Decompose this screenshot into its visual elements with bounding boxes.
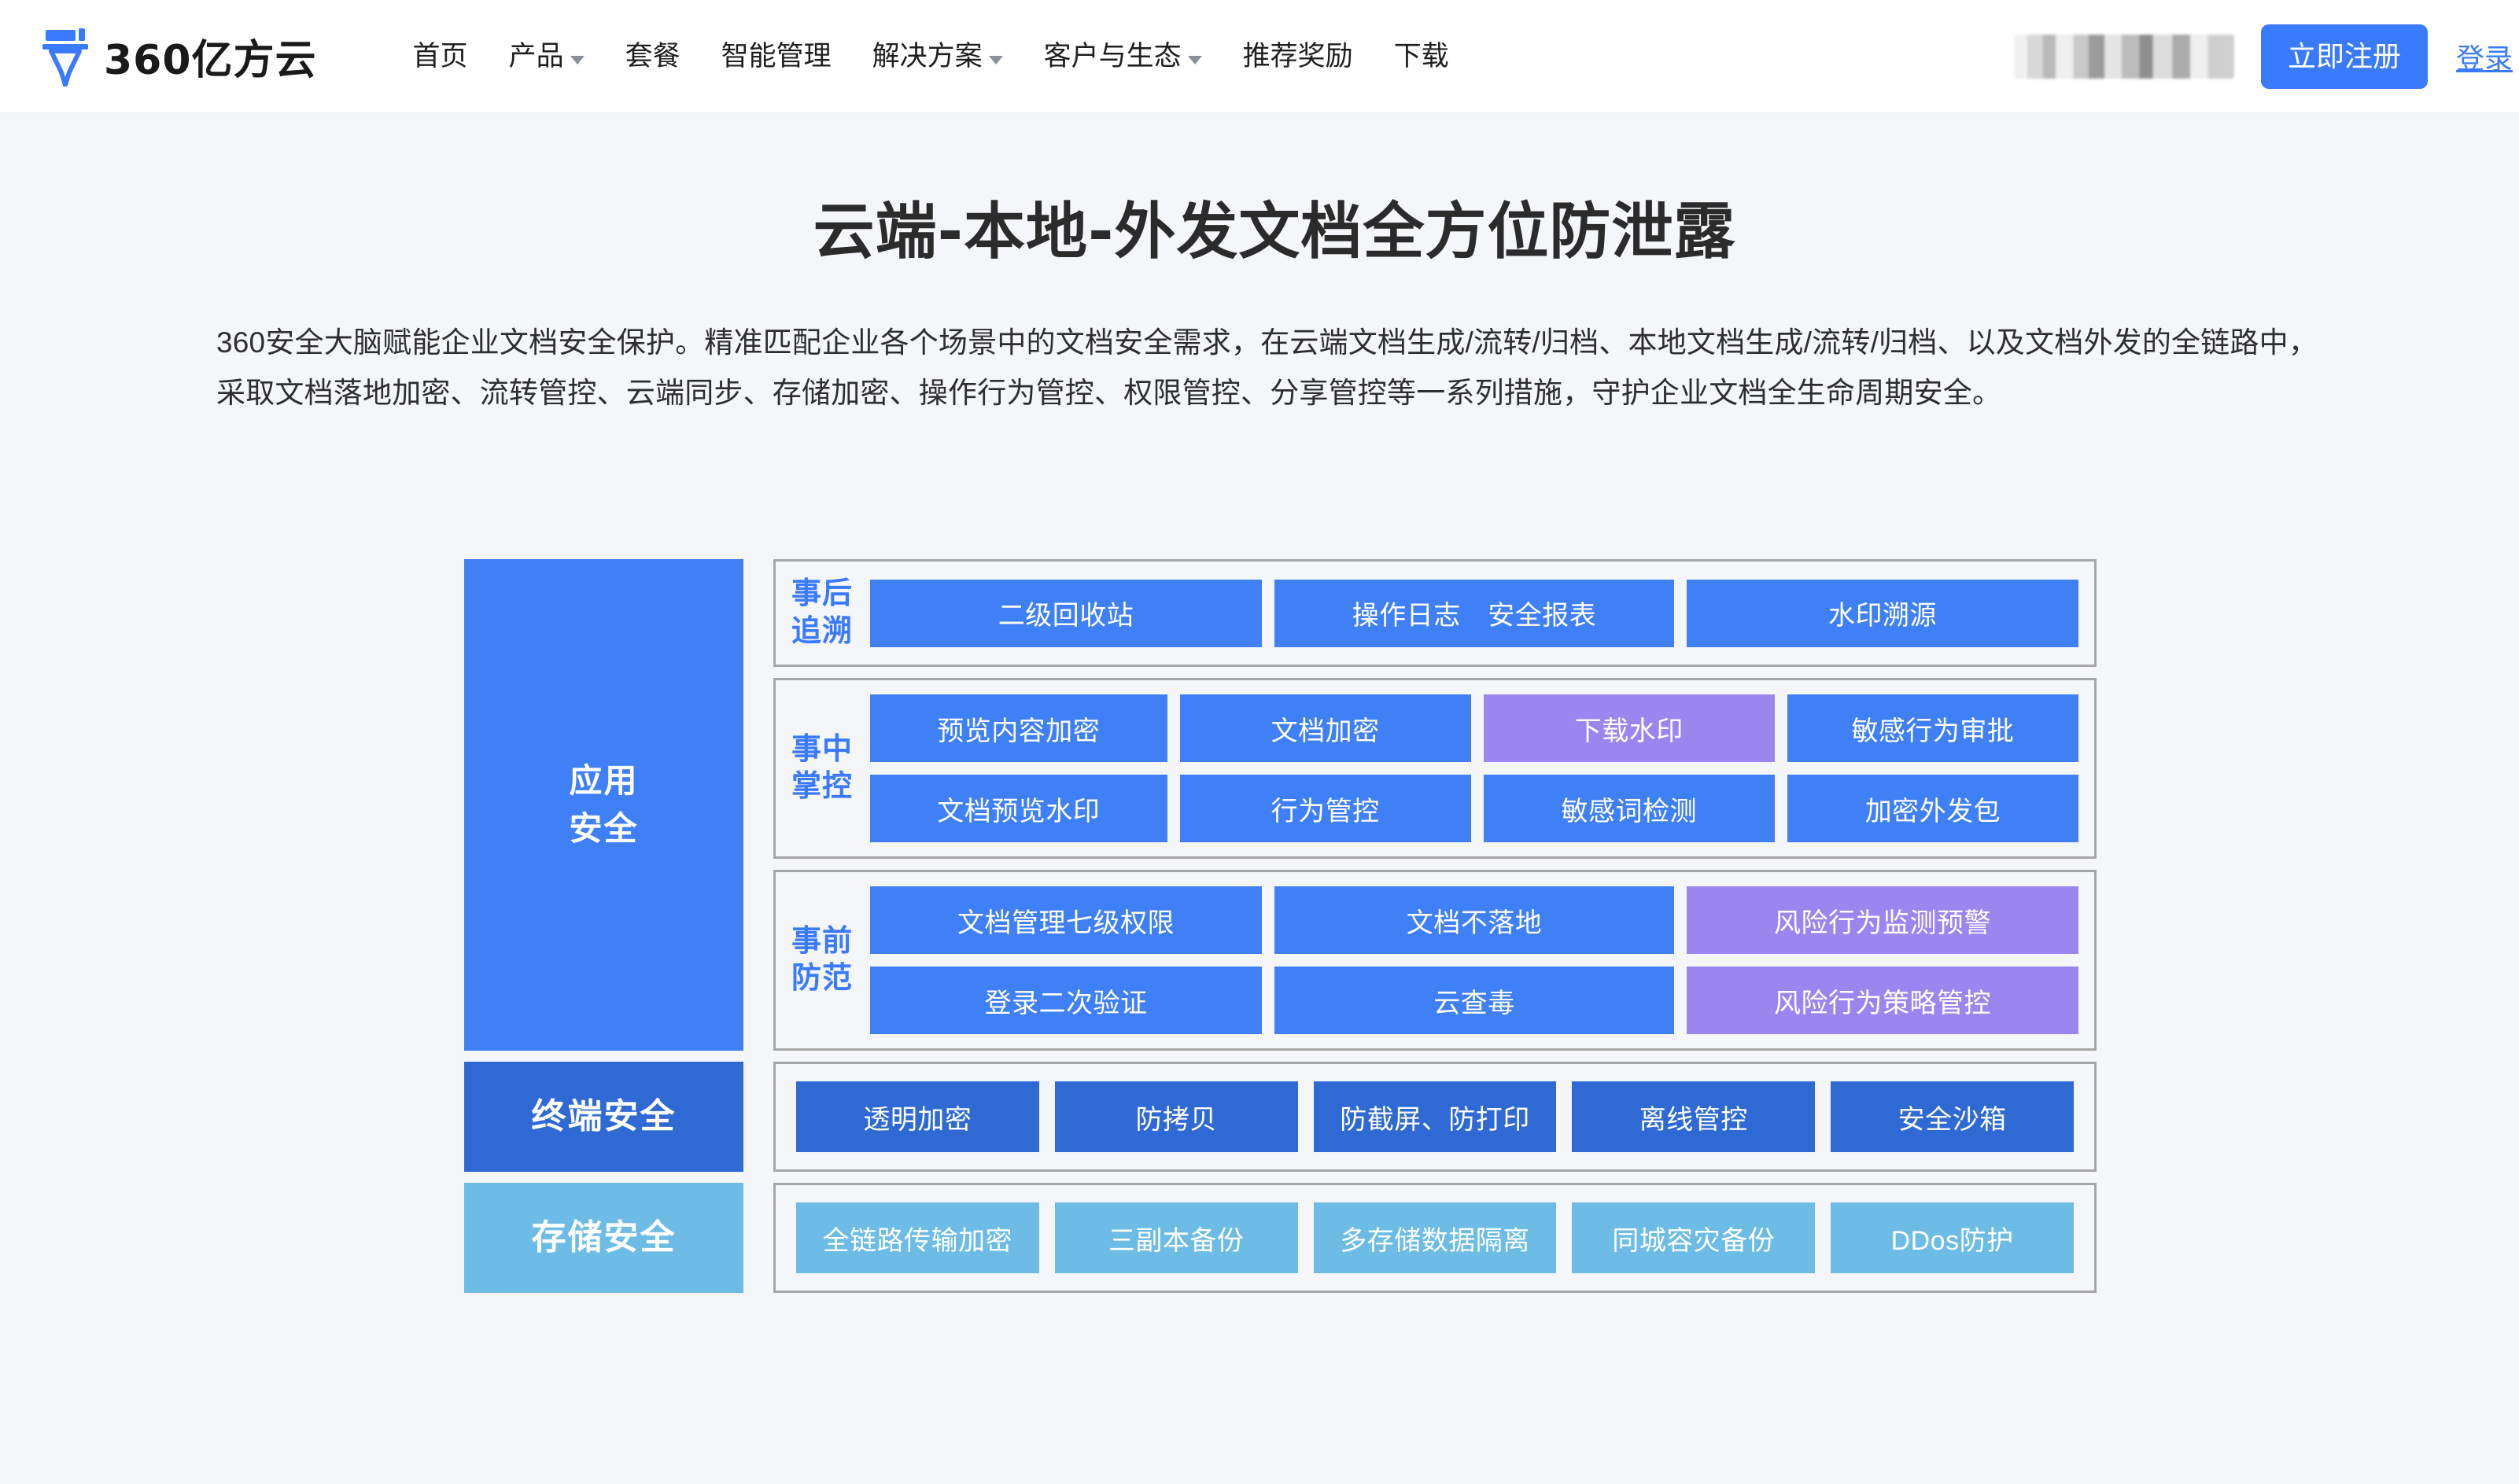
group-grid: 文档管理七级权限 文档不落地 风险行为监测预警 登录二次验证 云查毒 风险行为策… [870, 886, 2078, 1034]
yifangyun-logo-icon [41, 27, 93, 87]
feature-cell[interactable]: 云查毒 [1274, 967, 1674, 1034]
page-title: 云端-本地-外发文档全方位防泄露 [813, 197, 1736, 267]
feature-cell[interactable]: 下载水印 [1483, 694, 1775, 762]
login-link[interactable]: 登录 [2455, 42, 2513, 75]
feature-cell[interactable]: 文档加密 [1179, 694, 1471, 762]
feature-cell[interactable]: 风险行为监测预警 [1686, 886, 2078, 954]
feature-cell[interactable]: 风险行为策略管控 [1686, 967, 2078, 1034]
nav-item-smart-management[interactable]: 智能管理 [701, 42, 852, 70]
group-label-line1: 事前 [791, 924, 854, 958]
chevron-down-icon [988, 56, 1003, 64]
application-security-row: 应用 安全 事后 追溯 二级回收站 操作日志 安全报表 水印溯源 [464, 559, 2097, 1051]
feature-cell[interactable]: 防拷贝 [1054, 1081, 1298, 1152]
terminal-security-label: 终端安全 [464, 1062, 743, 1172]
group-label-line1: 事中 [791, 732, 854, 766]
application-security-label: 应用 安全 [464, 559, 743, 1051]
header-actions: 立即注册 登录 [2013, 24, 2519, 89]
group-label-line1: 事后 [791, 577, 854, 610]
feature-cell[interactable]: 行为管控 [1179, 775, 1471, 842]
feature-cell[interactable]: 安全沙箱 [1831, 1081, 2074, 1152]
nav-label: 套餐 [625, 41, 680, 72]
group-row: 登录二次验证 云查毒 风险行为策略管控 [870, 967, 2078, 1034]
feature-cell[interactable]: 三副本备份 [1054, 1202, 1298, 1273]
feature-cell[interactable]: 同城容灾备份 [1572, 1202, 1816, 1273]
nav-label: 下载 [1393, 41, 1449, 72]
storage-security-cells: 全链路传输加密 三副本备份 多存储数据隔离 同城容灾备份 DDos防护 [773, 1183, 2097, 1293]
group-row: 文档管理七级权限 文档不落地 风险行为监测预警 [870, 886, 2078, 954]
group-label-line2: 掌控 [791, 770, 854, 803]
chevron-down-icon [1187, 56, 1202, 64]
nav-item-solutions[interactable]: 解决方案 [852, 42, 1023, 70]
feature-cell[interactable]: 加密外发包 [1787, 775, 2079, 842]
feature-cell[interactable]: 透明加密 [796, 1081, 1039, 1152]
feature-cell[interactable]: 登录二次验证 [870, 967, 1263, 1034]
nav-item-referral-rewards[interactable]: 推荐奖励 [1223, 42, 1374, 70]
chevron-down-icon [570, 56, 585, 64]
nav-item-products[interactable]: 产品 [489, 42, 605, 70]
nav-label: 产品 [508, 41, 564, 72]
group-label: 事中 掌控 [791, 731, 853, 806]
group-label-line2: 防范 [791, 962, 854, 995]
terminal-security-cells: 透明加密 防拷贝 防截屏、防打印 离线管控 安全沙箱 [773, 1062, 2097, 1172]
feature-cell[interactable]: 文档不落地 [1274, 886, 1674, 954]
redacted-contact-info [2013, 34, 2234, 79]
group-label: 事前 防范 [791, 923, 853, 998]
nav-label: 客户与生态 [1043, 41, 1182, 72]
group-row: 预览内容加密 文档加密 下载水印 敏感行为审批 [870, 694, 2079, 762]
feature-cell[interactable]: 水印溯源 [1686, 579, 2078, 647]
site-header: 360亿方云 首页 产品 套餐 智能管理 解决方案 客户与生态 推荐奖励 下载 [0, 0, 2519, 113]
nav-item-packages[interactable]: 套餐 [605, 42, 701, 70]
nav-label: 解决方案 [872, 41, 983, 72]
feature-cell[interactable]: 敏感词检测 [1483, 775, 1775, 842]
logo-text: 360亿方云 [104, 37, 317, 84]
nav-label: 推荐奖励 [1242, 41, 1353, 72]
page-content: 云端-本地-外发文档全方位防泄露 360安全大脑赋能企业文档安全保护。精准匹配企… [0, 115, 2519, 1484]
feature-cell[interactable]: 文档管理七级权限 [870, 886, 1263, 954]
group-row: 二级回收站 操作日志 安全报表 水印溯源 [870, 579, 2078, 647]
group-pre-incident-prevention: 事前 防范 文档管理七级权限 文档不落地 风险行为监测预警 登录二次验证 云查毒… [773, 870, 2097, 1051]
feature-cell[interactable]: 文档预览水印 [870, 775, 1167, 842]
main-navigation: 首页 产品 套餐 智能管理 解决方案 客户与生态 推荐奖励 下载 [393, 42, 1470, 70]
group-grid: 二级回收站 操作日志 安全报表 水印溯源 [870, 579, 2078, 647]
feature-cell[interactable]: 防截屏、防打印 [1313, 1081, 1557, 1152]
group-label-line2: 追溯 [791, 614, 854, 648]
feature-cell[interactable]: 敏感行为审批 [1787, 694, 2079, 762]
group-label: 事后 追溯 [791, 576, 853, 650]
nav-item-home[interactable]: 首页 [393, 42, 489, 70]
nav-label: 首页 [412, 41, 468, 72]
application-security-groups: 事后 追溯 二级回收站 操作日志 安全报表 水印溯源 事中 [773, 559, 2097, 1051]
nav-item-download[interactable]: 下载 [1374, 42, 1470, 70]
nav-label: 智能管理 [721, 41, 832, 72]
terminal-security-row: 终端安全 透明加密 防拷贝 防截屏、防打印 离线管控 安全沙箱 [464, 1062, 2097, 1172]
security-architecture-diagram: 应用 安全 事后 追溯 二级回收站 操作日志 安全报表 水印溯源 [464, 559, 2097, 1293]
application-security-label-line1: 应用 [569, 761, 639, 799]
feature-cell[interactable]: 离线管控 [1572, 1081, 1816, 1152]
feature-cell[interactable]: 全链路传输加密 [796, 1202, 1039, 1273]
group-in-process-control: 事中 掌控 预览内容加密 文档加密 下载水印 敏感行为审批 文档预览水印 行为管… [773, 678, 2097, 859]
feature-cell[interactable]: DDos防护 [1831, 1202, 2074, 1273]
logo[interactable]: 360亿方云 [41, 27, 317, 87]
hero-paragraph: 360安全大脑赋能企业文档安全保护。精准匹配企业各个场景中的文档安全需求，在云端… [216, 326, 2318, 409]
feature-cell[interactable]: 操作日志 安全报表 [1274, 579, 1674, 647]
group-grid: 预览内容加密 文档加密 下载水印 敏感行为审批 文档预览水印 行为管控 敏感词检… [870, 694, 2079, 842]
feature-cell[interactable]: 预览内容加密 [870, 694, 1167, 762]
register-button[interactable]: 立即注册 [2260, 24, 2428, 89]
nav-item-customers-ecosystem[interactable]: 客户与生态 [1023, 42, 1223, 70]
group-post-incident-tracing: 事后 追溯 二级回收站 操作日志 安全报表 水印溯源 [773, 559, 2097, 667]
storage-security-row: 存储安全 全链路传输加密 三副本备份 多存储数据隔离 同城容灾备份 DDos防护 [464, 1183, 2097, 1293]
storage-security-label: 存储安全 [464, 1183, 743, 1293]
feature-cell[interactable]: 多存储数据隔离 [1313, 1202, 1557, 1273]
group-row: 文档预览水印 行为管控 敏感词检测 加密外发包 [870, 775, 2079, 842]
feature-cell[interactable]: 二级回收站 [870, 579, 1263, 647]
application-security-label-line2: 安全 [569, 809, 639, 847]
